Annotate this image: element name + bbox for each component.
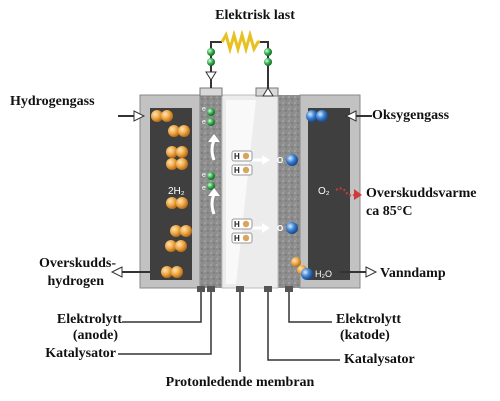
electric-load-label: Elektrisk last [215,8,295,23]
protons [231,150,253,244]
excess-hydrogen-label-line2: hydrogen [47,274,104,289]
cathode-channel [308,108,350,280]
anode-terminal-collar [199,87,223,97]
electron [207,48,215,56]
anode-electrode [200,95,222,288]
proton-label: H [234,234,240,243]
water-vapor-arrow [340,266,378,278]
hydrogen-atom [165,240,177,252]
electrolyte-anode-label-line2: (anode) [72,328,118,343]
electron-label: e [202,119,206,126]
proton-label: H [234,166,240,175]
hydrogen-atom [170,225,182,237]
resistor [220,29,260,55]
anode-electrons [207,108,215,190]
electron-label: e [202,106,206,113]
oxygen-ions [286,154,298,234]
oxygen-molecules [306,110,328,122]
hydrogen-atom [151,110,163,122]
hydrogen-atom [171,266,183,278]
anode-wire-arrow [205,71,217,81]
water-vapor-label: Vanndamp [380,266,446,281]
hydrogen-atom [166,146,178,158]
electron [207,58,215,66]
electron [207,118,215,126]
water-molecule [291,257,313,280]
callout-lines [118,290,340,372]
excess-heat-label-line1: Overskuddsvarme [366,186,477,201]
cathode-wire-arrow [262,87,274,97]
heat-arrow [335,187,362,200]
catalyst-left-label: Katalysator [45,346,116,361]
callout-dots [197,286,293,292]
oxygen-ion-label: O [277,224,283,233]
electron [264,58,272,66]
electron [207,172,215,180]
excess-hydrogen-label-line1: Overskudds- [38,256,116,271]
wire-electrons [207,48,272,66]
oxygen-inlet-arrow [344,110,372,122]
excess-heat-label-line2: ca 85°C [366,204,413,219]
hydrogen-inlet-arrow [118,110,146,122]
electron [207,108,215,116]
proton-label: H [234,152,240,161]
arrowhead [208,134,220,142]
h2o-label: H₂O [315,269,332,279]
water-oxygen-atom [301,268,313,280]
hydrogen-atom [176,197,188,209]
oxygen-gas-label: Oksygengass [372,108,450,123]
hydrogen-atom [168,125,180,137]
hydrogen-atom [176,146,188,158]
oxygen-atom [316,110,328,122]
proton-membrane-label: Protonledende membran [165,375,315,390]
electron [264,48,272,56]
oxygen-atom [306,110,318,122]
arrowhead [208,188,220,196]
water-hydrogen-atom [291,257,301,267]
o2-label: O₂ [318,186,330,197]
hydrogen-atom [161,110,173,122]
proton-label: H [234,220,240,229]
excess-hydrogen-arrow [110,266,150,278]
hydrogen-atom [176,158,188,170]
electrolyte-cathode-label-line2: (katode) [340,328,390,343]
oxygen-ion-label: O [277,156,283,165]
cathode-electrode [278,95,300,288]
electron-label: e [202,185,206,192]
hydrogen-atom [166,158,178,170]
hydrogen-atom [178,125,190,137]
hydrogen-atom [180,225,192,237]
hydrogen-molecules [151,110,192,278]
h2-label: 2H₂ [168,186,185,197]
oxygen-ion [286,222,298,234]
electrolyte-cathode-label-line1: Elektrolytt [336,312,402,327]
hydrogen-gas-label: Hydrogengass [10,94,95,109]
electron [207,182,215,190]
hydrogen-atom [175,240,187,252]
hydrogen-atom [166,197,178,209]
electrolyte-anode-label-line1: Elektrolytt [56,312,122,327]
hydrogen-atom [161,266,173,278]
oxygen-ion [286,154,298,166]
electron-label: e [202,172,206,179]
catalyst-right-label: Katalysator [344,352,415,367]
